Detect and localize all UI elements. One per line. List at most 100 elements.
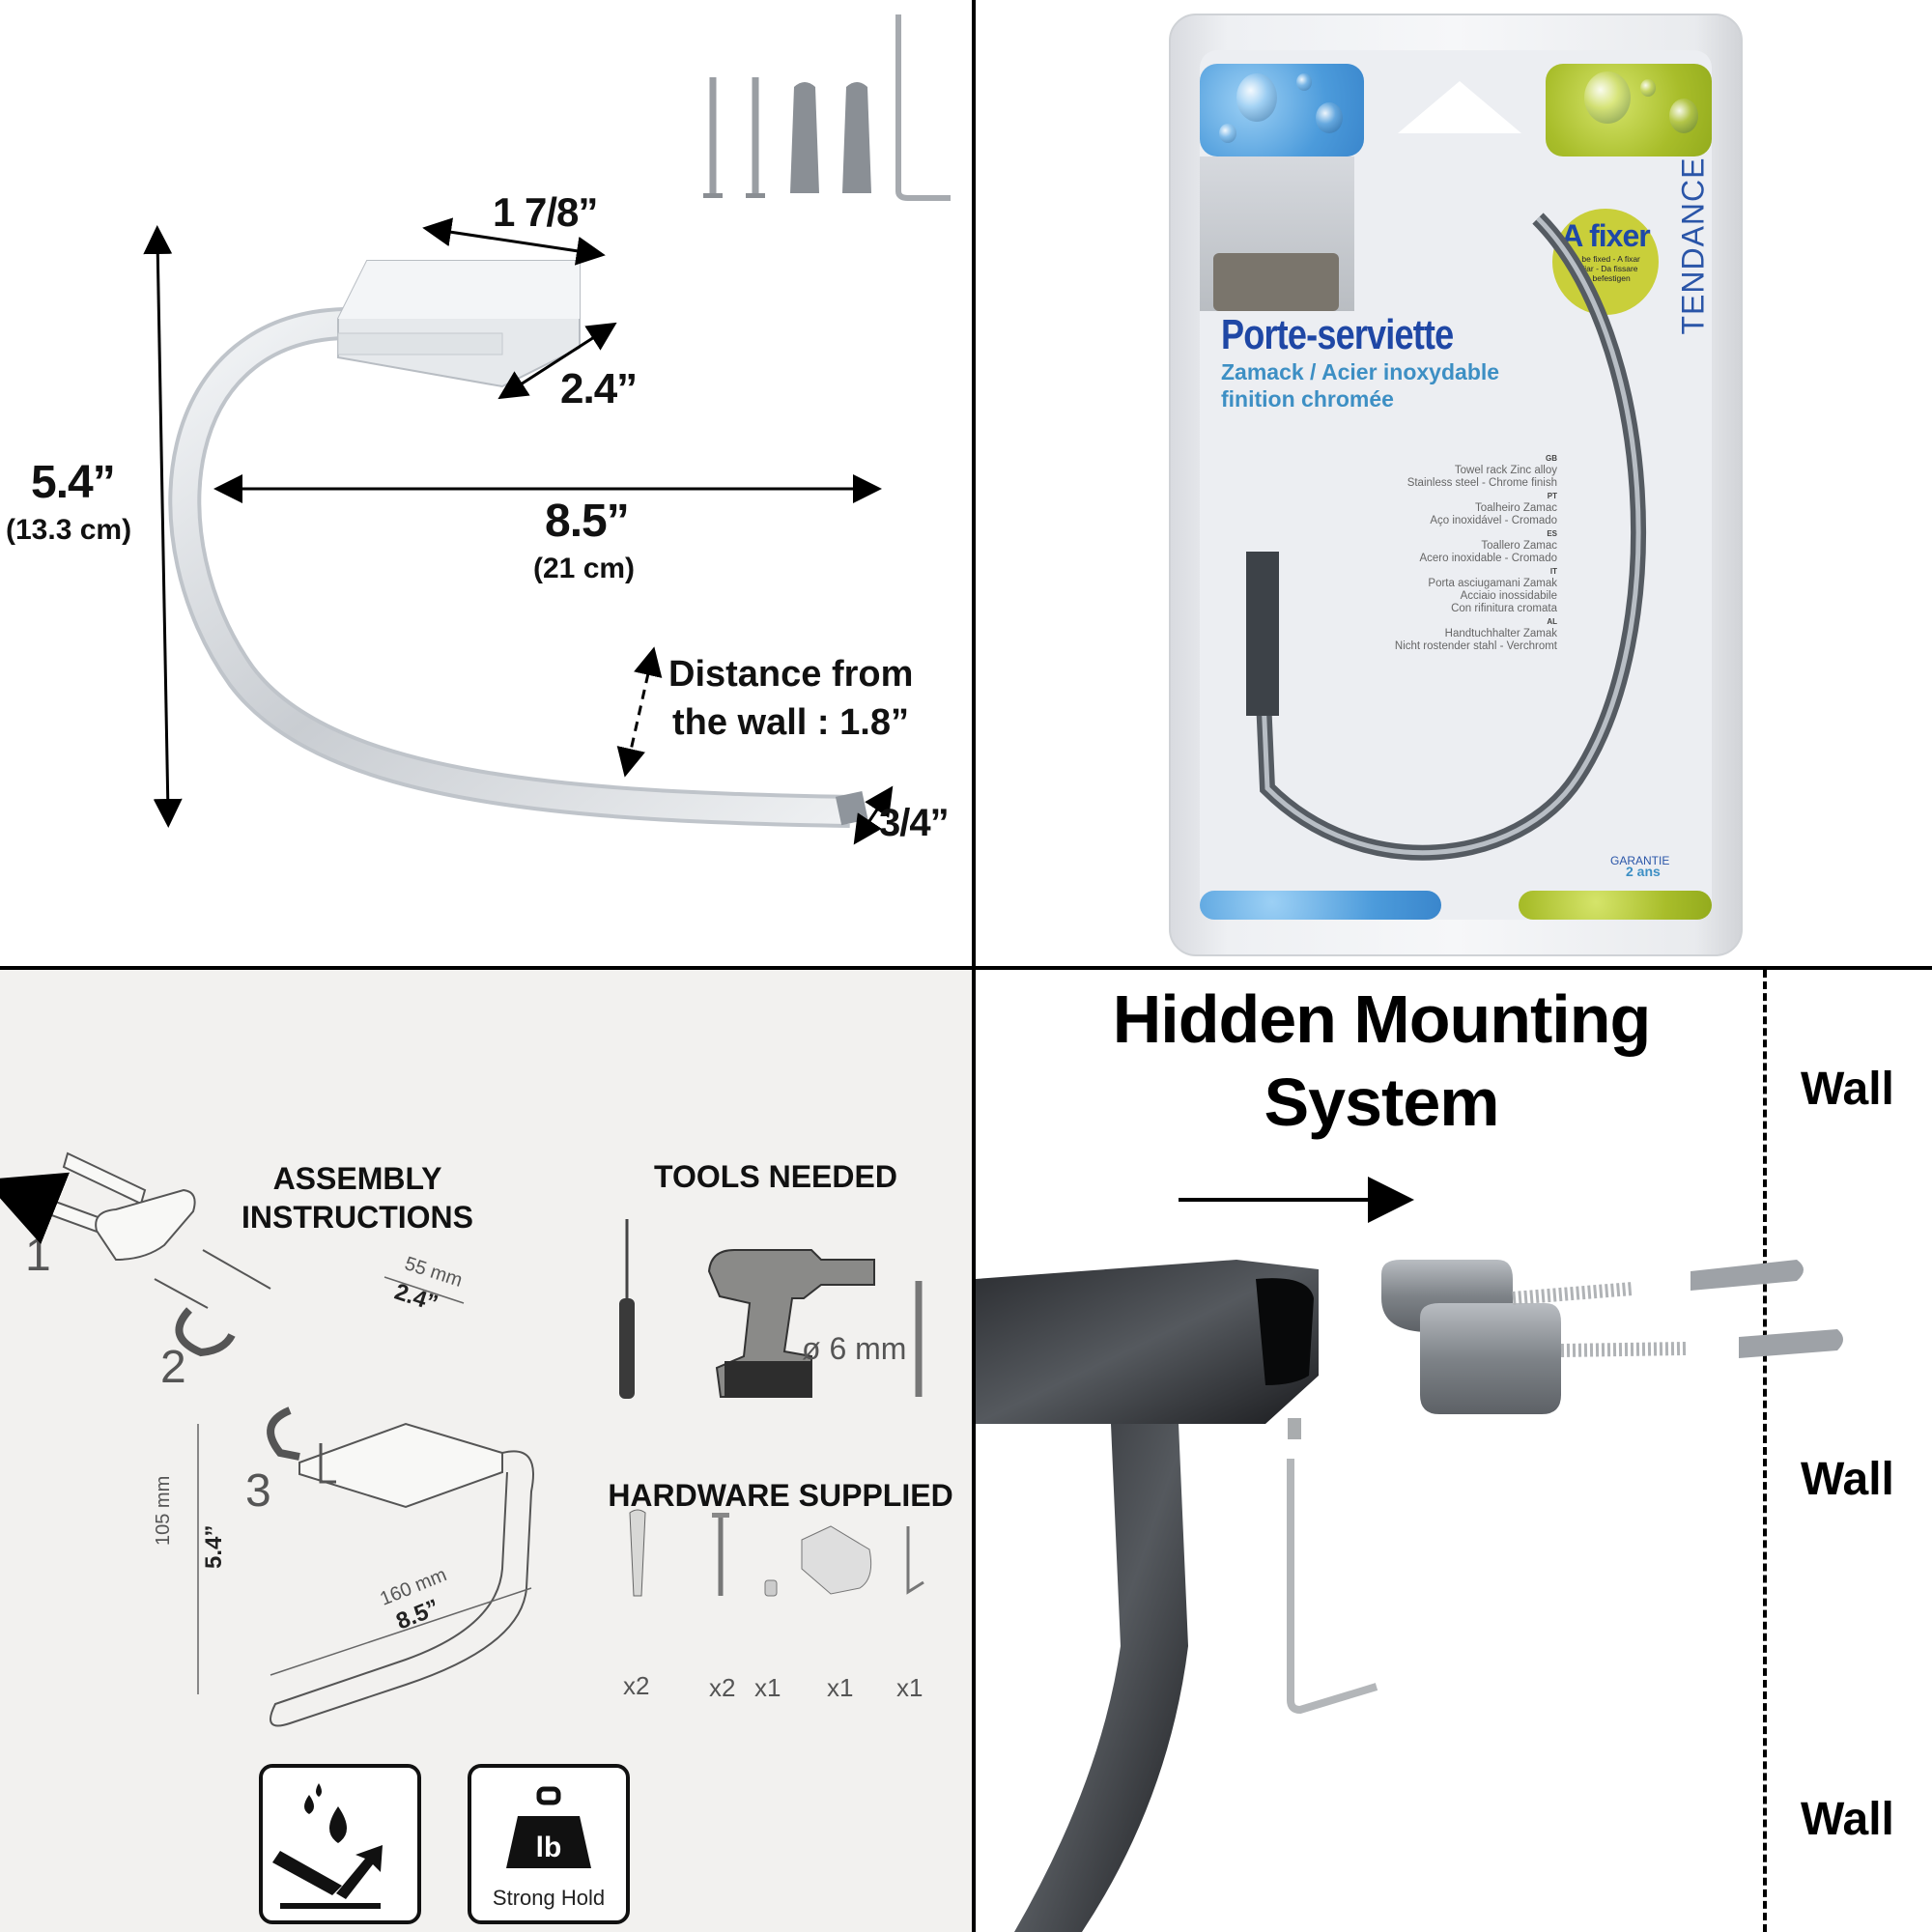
screw-drawing <box>202 1249 271 1290</box>
water-drops-blue-panel <box>1200 64 1364 156</box>
language-line: Aço inoxidável - Cromado <box>1430 515 1557 526</box>
drill-size-label: ø 6 mm <box>802 1331 907 1366</box>
water-drops-bottom-green <box>1519 891 1712 920</box>
package-panel: A fixer To be fixed - A fixar A fijar - … <box>976 0 1932 966</box>
mounting-bracket-lower <box>1420 1303 1561 1414</box>
thickness-arrow <box>853 785 894 845</box>
wall-distance-line1: Distance from <box>668 654 914 695</box>
language-line: Stainless steel - Chrome finish <box>1406 477 1557 489</box>
language-line: Porta asciugamani Zamak <box>1428 578 1557 589</box>
strong-hold-caption: Strong Hold <box>492 1886 606 1910</box>
qty-allen-key: x1 <box>896 1673 923 1702</box>
wall-label: Wall <box>1801 1794 1894 1845</box>
height-arrow <box>143 225 183 828</box>
step-2-rotate-icon <box>175 1307 236 1357</box>
towel-holder-ring <box>270 1450 534 1727</box>
language-line: Handtuchhalter Zamak <box>1444 628 1557 639</box>
height-label: 5.4” <box>31 457 116 508</box>
weight-lb-text: lb <box>536 1832 562 1863</box>
bracket-screw <box>1560 1342 1687 1357</box>
warranty-line1: GARANTIE <box>1610 854 1670 867</box>
weight-lb-icon: lb <box>506 1786 591 1868</box>
wall-distance-line2: the wall : 1.8” <box>672 702 909 743</box>
product-photo <box>1200 156 1354 311</box>
bracket-drawing <box>95 1188 196 1262</box>
step-2-number: 2 <box>160 1342 186 1393</box>
wall-plug-drawing <box>62 1151 147 1206</box>
wall-label: Wall <box>1801 1454 1894 1505</box>
language-line: Acero inoxidable - Cromado <box>1419 553 1557 564</box>
hidden-mounting-panel: Hidden Mounting System Wall Wall Wall <box>976 970 1932 1932</box>
length-dimension-line <box>270 1587 532 1676</box>
title-line2: System <box>1264 1065 1499 1140</box>
package-title: Porte-serviette <box>1221 311 1454 358</box>
wall-boundary-line <box>1763 970 1767 1932</box>
hardware-screw-icon <box>703 77 723 198</box>
language-line: Towel rack Zinc alloy <box>1454 465 1557 476</box>
language-line: Acciaio inossidabile <box>1460 590 1557 602</box>
horizontal-divider <box>0 966 1932 970</box>
towel-rod-block <box>976 1260 1319 1424</box>
badge-line: To be fixed - A fixar <box>1571 254 1640 264</box>
assembly-heading-line1: ASSEMBLY <box>272 1161 442 1196</box>
qty-wall-plug: x2 <box>623 1671 650 1700</box>
packaged-ring-base <box>1246 552 1279 716</box>
allen-key <box>1287 1459 1378 1715</box>
packaged-towel-ring <box>1246 213 1646 861</box>
drill-icon <box>707 1249 875 1398</box>
strong-hold-badge: lb Strong Hold <box>468 1764 630 1924</box>
hang-hole <box>1398 81 1521 133</box>
water-resistant-badge <box>259 1764 421 1924</box>
hardware-allen-key-drawing <box>906 1526 924 1595</box>
step-3-number: 3 <box>245 1465 271 1517</box>
qty-screw: x2 <box>709 1673 736 1702</box>
assembly-heading-line2: INSTRUCTIONS <box>242 1200 473 1235</box>
hardware-allen-key-icon <box>895 14 951 201</box>
language-code: PT <box>1547 492 1557 500</box>
width-label: 2.4” <box>560 365 638 412</box>
language-line: Toallero Zamac <box>1481 540 1557 552</box>
instructions-panel: ASSEMBLY INSTRUCTIONS 1 2 3 <box>0 970 972 1932</box>
allen-key-drawing <box>319 1443 336 1484</box>
warranty-line2: 2 ans <box>1626 864 1661 879</box>
a-fixer-badge: A fixer To be fixed - A fixar A fijar - … <box>1552 209 1659 315</box>
wall-distance-arrow <box>616 646 663 778</box>
hardware-bracket-drawing <box>801 1525 872 1595</box>
language-code: GB <box>1546 454 1557 463</box>
screw-drawing <box>154 1278 209 1309</box>
wall-plug <box>1739 1329 1843 1358</box>
mounting-photo <box>976 1177 1843 1932</box>
hardware-wall-plug-icon <box>842 82 871 193</box>
qty-bracket: x1 <box>827 1673 854 1702</box>
depth-arrow <box>422 217 606 266</box>
hardware-screw-drawing <box>712 1513 729 1596</box>
tools-needed-heading: TOOLS NEEDED <box>654 1159 897 1194</box>
blister-package: A fixer To be fixed - A fixar A fijar - … <box>1169 14 1743 956</box>
badge-line: A fijar - Da fissare <box>1573 264 1638 273</box>
towel-image <box>1213 253 1339 311</box>
hardware-wall-plug-icon <box>790 82 819 193</box>
water-drops-green-panel <box>1546 64 1712 156</box>
screwdriver-icon <box>619 1219 635 1399</box>
language-line: Toalheiro Zamac <box>1474 502 1557 514</box>
water-resistant-icon <box>272 1783 383 1909</box>
package-subtitle-1: Zamack / Acier inoxydable <box>1221 359 1500 384</box>
wall-label: Wall <box>1801 1064 1894 1115</box>
wall-plug <box>1690 1260 1804 1291</box>
depth-label: 1 7/8” <box>493 189 598 235</box>
water-drops-bottom-blue <box>1200 891 1441 920</box>
package-subtitle-2: finition chromée <box>1221 386 1394 412</box>
bar-thickness-label: 3/4” <box>879 802 950 844</box>
qty-set-screw: x1 <box>754 1673 781 1702</box>
length-label: 8.5” <box>545 496 630 547</box>
language-code: IT <box>1549 567 1557 576</box>
hardware-set-screw-drawing <box>764 1579 778 1597</box>
depth-dimension-line <box>384 1276 465 1304</box>
height-in-label: 5.4” <box>201 1524 227 1569</box>
language-line: Con rifinitura cromata <box>1451 603 1557 614</box>
assembly-diagram <box>0 1151 924 1727</box>
badge-line: Zu befestigen <box>1580 273 1631 283</box>
bracket-screw <box>1512 1282 1634 1305</box>
hardware-screw-icon <box>746 77 765 198</box>
